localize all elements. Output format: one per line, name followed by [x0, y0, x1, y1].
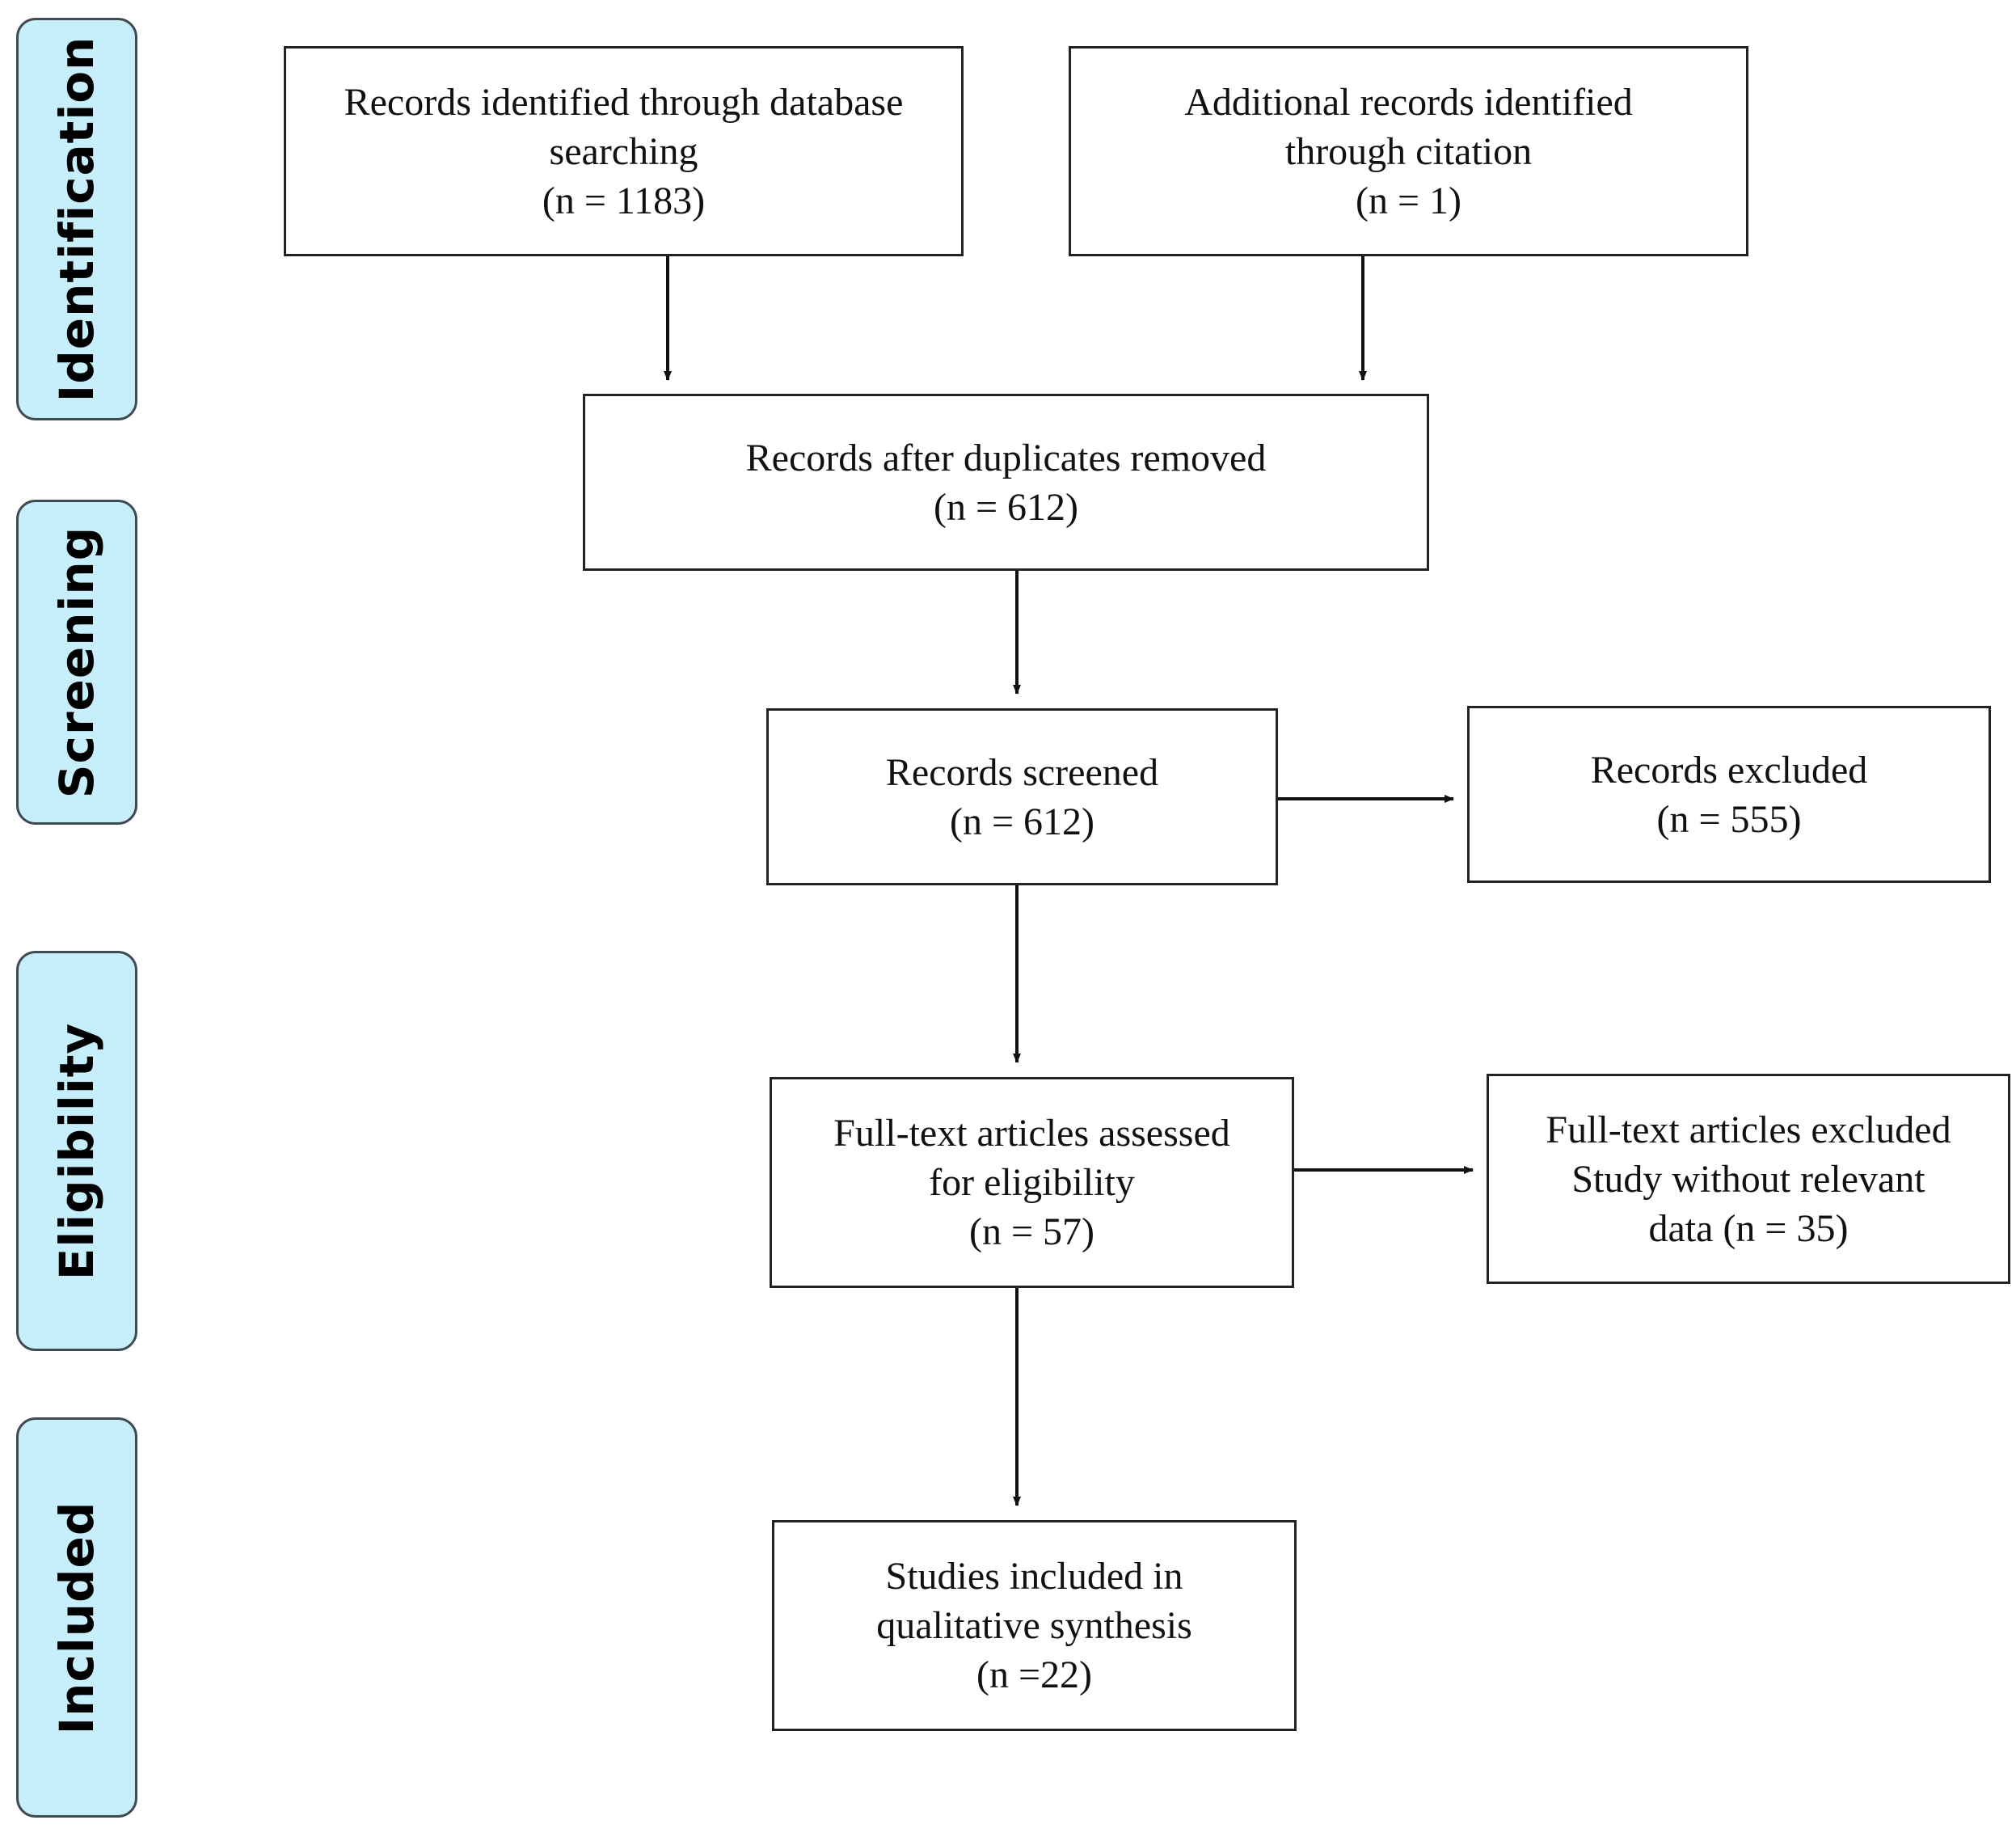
box-records-database-searching: Records identified through database sear…	[284, 46, 964, 256]
box-text: Additional records identified	[1184, 80, 1633, 124]
box-text: Records after duplicates removed	[745, 436, 1267, 479]
box-text: through citation	[1284, 129, 1533, 173]
box-fulltext-assessed: Full-text articles assessed for eligibil…	[770, 1077, 1294, 1288]
box-text: Full-text articles excluded	[1546, 1108, 1951, 1151]
box-text: Studies included in	[885, 1555, 1183, 1598]
stage-identification: Identification	[16, 18, 137, 420]
stage-screening: Screening	[16, 500, 137, 825]
box-records-excluded: Records excluded (n = 555)	[1467, 706, 1991, 883]
box-count: (n = 612)	[933, 485, 1079, 529]
box-text: for eligibility	[929, 1161, 1135, 1204]
box-fulltext-excluded: Full-text articles excluded Study withou…	[1487, 1074, 2010, 1284]
box-text: data (n = 35)	[1648, 1206, 1849, 1250]
box-count: (n =22)	[976, 1653, 1093, 1696]
box-text: Full-text articles assessed	[833, 1112, 1230, 1155]
box-count: (n = 612)	[949, 800, 1095, 843]
box-count: (n = 555)	[1656, 797, 1802, 841]
stage-eligibility: Eligibility	[16, 951, 137, 1351]
box-text: Records identified through database	[344, 80, 904, 124]
box-count: (n = 57)	[968, 1210, 1095, 1253]
box-text: Records screened	[885, 750, 1159, 794]
box-count: (n = 1)	[1355, 179, 1462, 222]
box-text: searching	[549, 129, 698, 173]
box-records-screened: Records screened (n = 612)	[766, 708, 1278, 885]
box-records-after-duplicates: Records after duplicates removed (n = 61…	[583, 394, 1429, 571]
box-text: qualitative synthesis	[876, 1604, 1192, 1647]
box-count: (n = 1183)	[542, 179, 706, 222]
box-text: Study without relevant	[1571, 1157, 1925, 1201]
box-text: Records excluded	[1590, 748, 1868, 792]
box-studies-included: Studies included in qualitative synthesi…	[772, 1520, 1297, 1731]
stage-included: Included	[16, 1417, 137, 1818]
box-additional-records-citation: Additional records identified through ci…	[1069, 46, 1748, 256]
